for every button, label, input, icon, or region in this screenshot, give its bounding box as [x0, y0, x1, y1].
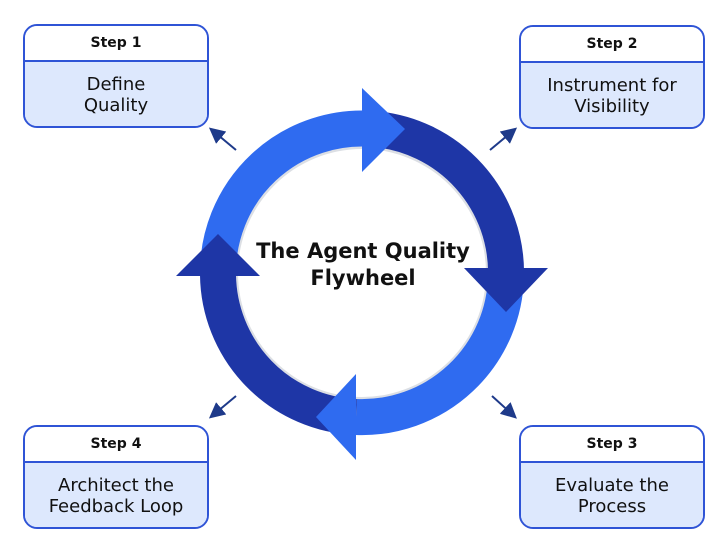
- flywheel-title-line1: The Agent Quality: [256, 239, 470, 263]
- step-card-2-body: Instrument for Visibility: [521, 63, 703, 127]
- arrowhead-top: [362, 88, 405, 172]
- step-card-2-label: Step 2: [521, 27, 703, 63]
- step-card-1-body: Define Quality: [25, 62, 207, 126]
- step-card-1: Step 1 Define Quality: [23, 24, 209, 128]
- step-card-3-label: Step 3: [521, 427, 703, 463]
- center-disc: [238, 149, 486, 397]
- step-card-1-line2: Quality: [83, 95, 149, 116]
- ring-segment-right: [372, 111, 525, 277]
- step-card-4-line2: Feedback Loop: [48, 496, 184, 517]
- connector-arrow-step4: [208, 395, 237, 419]
- step-card-2: Step 2 Instrument for Visibility: [519, 25, 705, 129]
- connector-arrow-step3: [491, 395, 517, 419]
- step-card-4: Step 4 Architect the Feedback Loop: [23, 425, 209, 529]
- flywheel-title: The Agent Quality Flywheel: [230, 238, 496, 292]
- step-card-4-line1: Architect the: [58, 475, 174, 496]
- step-card-2-line1: Instrument for: [547, 75, 677, 96]
- connector-arrow-step2: [489, 127, 518, 151]
- step-card-4-label: Step 4: [25, 427, 207, 463]
- arrowhead-left: [176, 234, 260, 276]
- step-card-1-line1: Define: [86, 74, 146, 95]
- step-card-3-line1: Evaluate the: [555, 475, 669, 496]
- step-card-1-label: Step 1: [25, 26, 207, 62]
- step-card-4-body: Architect the Feedback Loop: [25, 463, 207, 527]
- arrowhead-bottom: [316, 374, 356, 460]
- step-card-2-line2: Visibility: [574, 96, 650, 117]
- step-card-3-line2: Process: [577, 496, 647, 517]
- arrowhead-right: [464, 268, 548, 312]
- step-card-3-body: Evaluate the Process: [521, 463, 703, 527]
- flywheel-title-line2: Flywheel: [310, 266, 416, 290]
- step-card-3: Step 3 Evaluate the Process: [519, 425, 705, 529]
- connector-arrow-step1: [208, 127, 237, 151]
